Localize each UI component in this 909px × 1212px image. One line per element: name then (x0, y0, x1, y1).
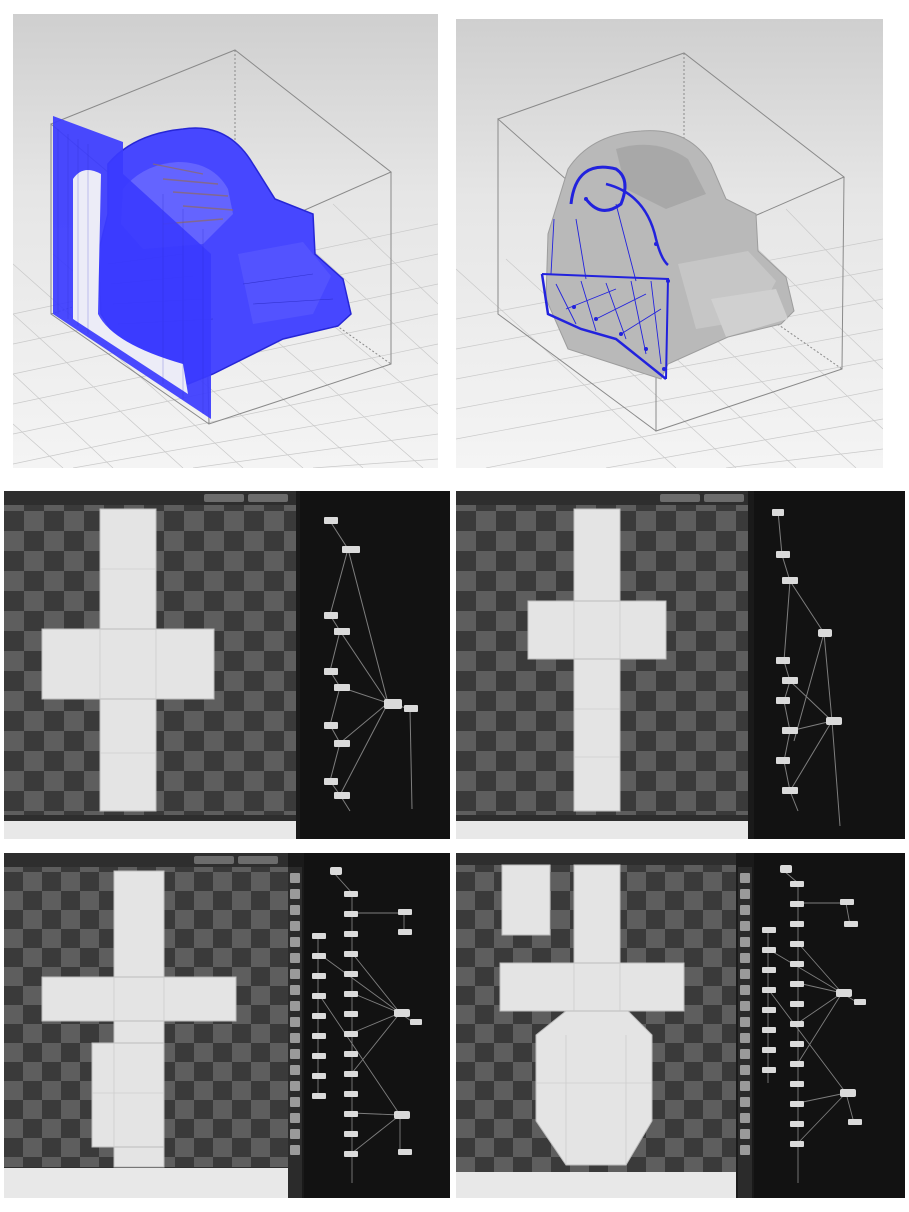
tool-icon[interactable] (290, 985, 300, 995)
tool-icon[interactable] (290, 937, 300, 947)
uv-toolbar-button-6[interactable] (238, 856, 278, 864)
uv-toolbar-button-2[interactable] (248, 494, 288, 502)
tool-icon[interactable] (740, 1049, 750, 1059)
node-links-2 (777, 510, 841, 827)
tool-icon[interactable] (740, 1129, 750, 1139)
tool-icon[interactable] (290, 1097, 300, 1107)
tool-icon[interactable] (740, 889, 750, 899)
tool-icon[interactable] (290, 1017, 300, 1027)
tool-icon[interactable] (290, 905, 300, 915)
uv-toolbar-button-4[interactable] (704, 494, 744, 502)
uv-editor-area-4[interactable] (456, 853, 736, 1198)
tool-icon[interactable] (740, 969, 750, 979)
tool-icon[interactable] (740, 953, 750, 963)
tool-icon[interactable] (740, 1033, 750, 1043)
tool-icon[interactable] (290, 1065, 300, 1075)
uv-panel-cross-full[interactable] (456, 853, 905, 1198)
uv-tool-strip-2[interactable] (738, 867, 752, 1198)
tool-icon[interactable] (740, 1097, 750, 1107)
tool-icon[interactable] (290, 921, 300, 931)
node-graph-canvas-4 (762, 865, 866, 1183)
tool-icon[interactable] (290, 1081, 300, 1091)
seam-vertices (572, 197, 670, 371)
uv-checker-canvas-4 (456, 864, 736, 1175)
node-graph-canvas-3 (312, 867, 422, 1183)
uv-editor-area-3[interactable] (4, 853, 288, 1198)
slice-plane (53, 116, 211, 419)
uv-islands-2[interactable] (527, 508, 667, 812)
viewport-unwrap-seams[interactable] (456, 19, 883, 468)
tool-icon[interactable] (290, 1049, 300, 1059)
tool-icon[interactable] (740, 873, 750, 883)
uv-island-edges-2 (573, 601, 621, 758)
uv-checker-canvas (4, 505, 296, 815)
tool-icon[interactable] (290, 889, 300, 899)
tool-icon[interactable] (290, 953, 300, 963)
tool-icon[interactable] (290, 1033, 300, 1043)
node-links (329, 520, 413, 812)
uv-seams (540, 165, 670, 380)
graph-nodes-3[interactable] (312, 867, 422, 1157)
uv-editor-area[interactable] (4, 491, 296, 839)
tool-icon[interactable] (740, 1065, 750, 1075)
graph-nodes-2[interactable] (772, 509, 842, 794)
graph-nodes-4[interactable] (762, 865, 866, 1147)
tool-icon[interactable] (290, 873, 300, 883)
tool-icon[interactable] (290, 969, 300, 979)
uv-island-edges (99, 568, 157, 754)
uv-status-bar-4 (456, 1172, 736, 1198)
tool-icon[interactable] (740, 1081, 750, 1091)
node-links-3 (317, 872, 415, 1183)
node-graph-canvas-2 (772, 509, 842, 827)
graph-nodes[interactable] (324, 517, 418, 799)
node-graph-panel[interactable] (300, 491, 450, 839)
tool-icon[interactable] (740, 937, 750, 947)
uv-island-edges-3 (92, 977, 165, 1147)
uv-toolbar-button-3[interactable] (660, 494, 700, 502)
viewport-slice-plane[interactable] (13, 14, 438, 468)
tool-icon[interactable] (740, 1017, 750, 1027)
uv-tool-strip[interactable] (288, 867, 302, 1198)
tool-icon[interactable] (290, 1129, 300, 1139)
tool-icon[interactable] (740, 985, 750, 995)
sculpture-grey (545, 130, 795, 380)
uv-checker-canvas-2 (456, 505, 748, 815)
node-graph-panel-2[interactable] (754, 491, 905, 839)
uv-status-bar (4, 821, 296, 839)
uv-editor-area-2[interactable] (456, 491, 748, 839)
uv-status-bar-2 (456, 821, 748, 839)
uv-panel-cross-narrow[interactable] (456, 491, 905, 839)
uv-panel-cross-basic[interactable] (4, 491, 450, 839)
tool-icon[interactable] (740, 905, 750, 915)
tool-icon[interactable] (740, 921, 750, 931)
tool-icon[interactable] (290, 1001, 300, 1011)
uv-islands-3[interactable] (41, 870, 237, 1168)
node-links-4 (767, 870, 859, 1183)
tool-icon[interactable] (740, 1113, 750, 1123)
uv-toolbar-button-1[interactable] (204, 494, 244, 502)
uv-island-edges-4 (536, 963, 652, 1165)
tool-icon[interactable] (740, 1145, 750, 1155)
uv-panel-cross-extended[interactable] (4, 853, 450, 1198)
uv-islands-4[interactable] (499, 864, 685, 1166)
uv-toolbar-button-5[interactable] (194, 856, 234, 864)
viewport-slice-plane-canvas (13, 49, 438, 468)
tool-icon[interactable] (740, 1001, 750, 1011)
uv-status-bar-3 (4, 1168, 288, 1198)
tool-icon[interactable] (290, 1113, 300, 1123)
uv-checker-canvas-3 (4, 867, 288, 1168)
node-graph-panel-3[interactable] (304, 853, 450, 1198)
node-graph-panel-4[interactable] (754, 853, 905, 1198)
viewport-unwrap-seams-canvas (456, 52, 883, 468)
tool-icon[interactable] (290, 1145, 300, 1155)
node-graph-canvas (324, 517, 418, 812)
